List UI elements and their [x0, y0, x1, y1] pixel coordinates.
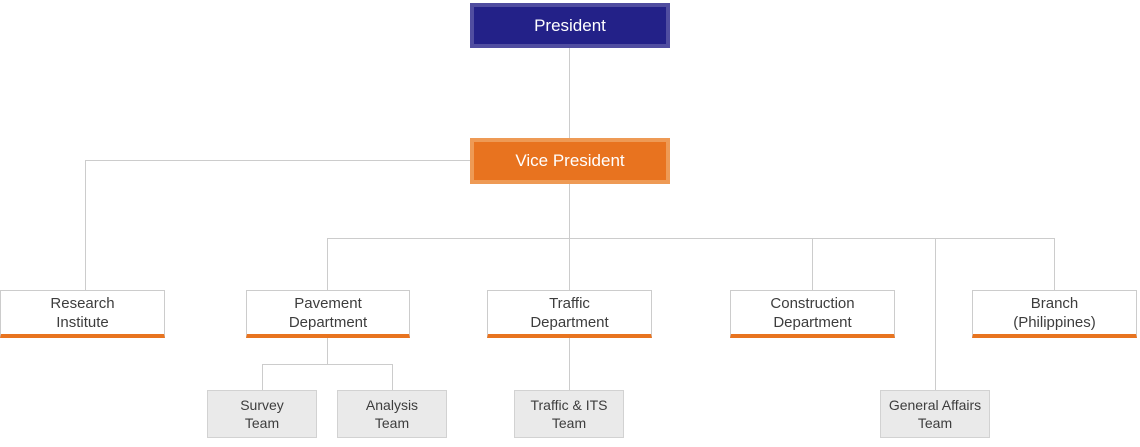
node-president-label: President — [534, 15, 606, 35]
connector-main-horizontal — [327, 238, 1055, 239]
connector-pavement-down — [327, 338, 328, 364]
node-analysis-team-label-line1: Analysis — [365, 397, 419, 413]
node-traffic-department: Traffic Department — [487, 290, 652, 338]
node-traffic-its-team: Traffic & ITS Team — [514, 390, 624, 438]
connector-traffic-its-drop — [569, 338, 570, 390]
node-traffic-its-team-label-line2: Team — [551, 415, 587, 431]
connector-pavement-children-horizontal — [262, 364, 392, 365]
node-construction-department-label-line1: Construction — [770, 294, 855, 312]
connector-traffic-drop — [569, 238, 570, 290]
node-vice-president: Vice President — [470, 138, 670, 184]
connector-vp-down — [569, 184, 570, 238]
connector-branch-drop — [1054, 238, 1055, 290]
connector-analysis-drop — [392, 364, 393, 390]
connector-pavement-drop — [327, 238, 328, 290]
node-research-institute-label-line1: Research — [50, 294, 115, 312]
node-branch-philippines-label-line2: (Philippines) — [1013, 313, 1096, 331]
connector-general-affairs-drop — [935, 238, 936, 390]
node-general-affairs-team: General Affairs Team — [880, 390, 990, 438]
node-construction-department-label-line2: Department — [773, 313, 852, 331]
node-research-institute-label-line2: Institute — [56, 313, 109, 331]
connector-construction-drop — [812, 238, 813, 290]
node-vice-president-label: Vice President — [515, 151, 625, 170]
node-general-affairs-team-label-line1: General Affairs — [888, 397, 982, 413]
node-traffic-department-label-line2: Department — [530, 313, 609, 331]
node-general-affairs-team-label-line2: Team — [917, 415, 953, 431]
connector-president-vp — [569, 48, 570, 138]
node-pavement-department-label-line2: Department — [288, 313, 368, 331]
connector-research-drop — [85, 160, 86, 290]
node-construction-department: Construction Department — [730, 290, 895, 338]
node-survey-team-label-line2: Team — [244, 415, 280, 431]
node-analysis-team-label-line2: Team — [374, 415, 410, 431]
node-research-institute: Research Institute — [0, 290, 165, 338]
node-branch-philippines-label-line1: Branch — [1030, 294, 1079, 312]
node-traffic-department-label-line1: Traffic — [549, 294, 590, 312]
node-survey-team: Survey Team — [207, 390, 317, 438]
node-pavement-department-label-line1: Pavement — [294, 294, 362, 312]
node-president: President — [470, 3, 670, 48]
node-survey-team-label-line1: Survey — [240, 397, 284, 413]
node-branch-philippines: Branch (Philippines) — [972, 290, 1137, 338]
node-analysis-team: Analysis Team — [337, 390, 447, 438]
connector-vp-left-horizontal — [85, 160, 470, 161]
node-traffic-its-team-label-line1: Traffic & ITS — [530, 397, 608, 413]
connector-survey-drop — [262, 364, 263, 390]
node-pavement-department: Pavement Department — [246, 290, 410, 338]
